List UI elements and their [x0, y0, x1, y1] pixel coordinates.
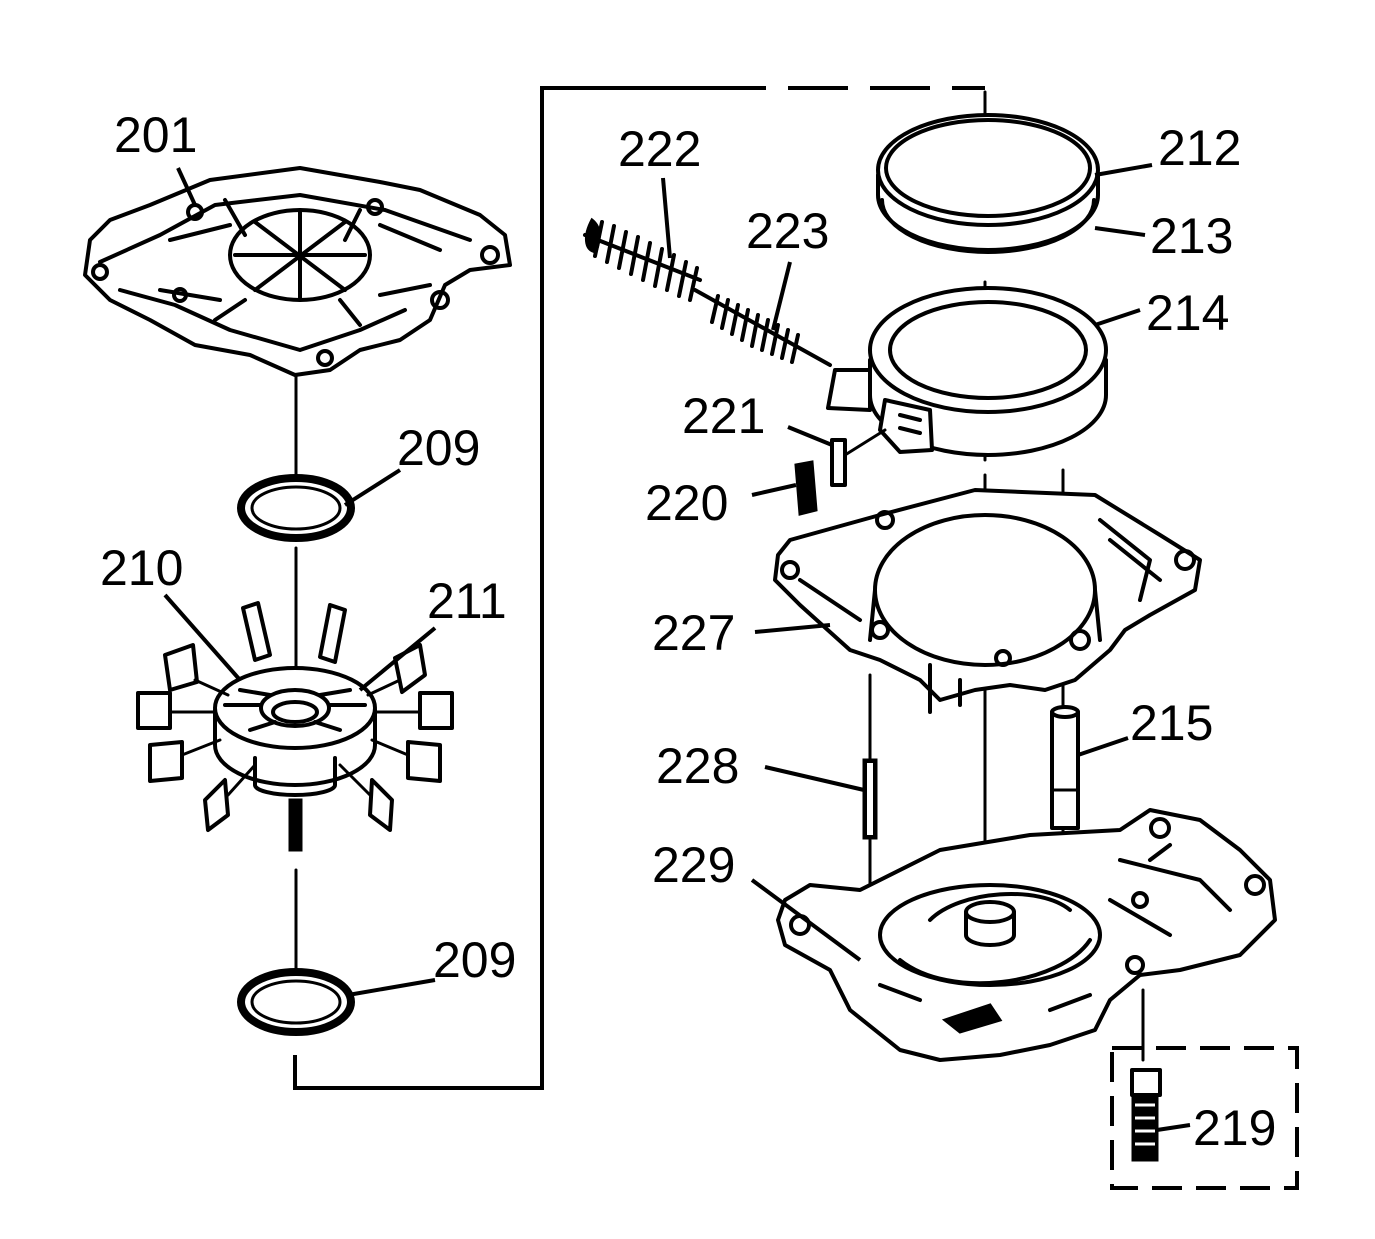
callout-212: 212 — [1158, 120, 1241, 176]
callout-210: 210 — [100, 540, 183, 596]
callouts: 201 209 210 211 209 222 223 212 213 214 … — [100, 107, 1276, 1156]
part-229-base — [776, 808, 1277, 1062]
part-209-lower-ring — [237, 968, 355, 1036]
callout-215: 215 — [1130, 695, 1213, 751]
callout-220: 220 — [645, 475, 728, 531]
callout-219: 219 — [1193, 1100, 1276, 1156]
callout-223: 223 — [746, 203, 829, 259]
part-201-cover — [83, 166, 512, 377]
callout-222: 222 — [618, 121, 701, 177]
part-223-inner-spring — [693, 288, 832, 367]
callout-228: 228 — [656, 738, 739, 794]
part-209-upper-ring — [237, 474, 355, 542]
part-222-outer-spring — [583, 217, 702, 302]
assembly-bracket — [293, 86, 985, 1090]
part-219-dashed-box — [1110, 1046, 1299, 1190]
callout-214: 214 — [1146, 285, 1229, 341]
callout-209-upper: 209 — [397, 420, 480, 476]
part-221-pin — [830, 428, 887, 487]
callout-209-lower: 209 — [433, 932, 516, 988]
part-212-213-seal-rings — [876, 113, 1100, 254]
callout-213: 213 — [1150, 208, 1233, 264]
part-219-filter — [1130, 1068, 1162, 1162]
callout-227: 227 — [652, 605, 735, 661]
part-220-block — [794, 460, 818, 516]
part-228-pin — [862, 758, 878, 840]
part-227-housing — [773, 488, 1202, 714]
leader-lines — [163, 163, 1191, 1132]
callout-221: 221 — [682, 388, 765, 444]
part-215-pin — [1050, 705, 1080, 830]
part-214-slide — [826, 286, 1108, 457]
callout-229: 229 — [652, 837, 735, 893]
callout-201: 201 — [114, 107, 197, 163]
callout-211: 211 — [427, 573, 507, 629]
